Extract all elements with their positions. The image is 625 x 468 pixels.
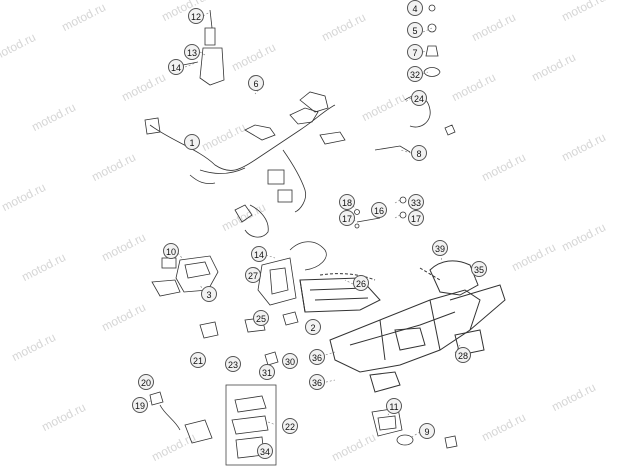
callout-17: 17 [408, 210, 424, 226]
frame [299, 260, 506, 393]
callout-25: 25 [253, 310, 269, 326]
callout-26: 26 [353, 275, 369, 291]
callout-35: 35 [471, 261, 487, 277]
callout-32: 32 [407, 66, 423, 82]
callout-20: 20 [138, 374, 154, 390]
callout-12: 12 [188, 8, 204, 24]
callout-3: 3 [201, 286, 217, 302]
callout-24: 24 [411, 90, 427, 106]
callout-23: 23 [225, 356, 241, 372]
callout-36: 36 [309, 349, 325, 365]
callout-31: 31 [259, 364, 275, 380]
callout-34: 34 [257, 443, 273, 459]
callout-8: 8 [411, 145, 427, 161]
callout-17: 17 [339, 210, 355, 226]
lower-right-parts [371, 407, 458, 449]
lower-left-parts [149, 311, 299, 444]
callout-30: 30 [282, 353, 298, 369]
callout-14: 14 [251, 246, 267, 262]
callout-18: 18 [339, 194, 355, 210]
callout-22: 22 [282, 418, 298, 434]
callout-21: 21 [190, 352, 206, 368]
callout-28: 28 [455, 347, 471, 363]
callout-1: 1 [184, 134, 200, 150]
callout-11: 11 [386, 398, 402, 414]
callout-4: 4 [407, 0, 423, 16]
fasteners-right [354, 4, 456, 229]
callout-13: 13 [184, 44, 200, 60]
callout-7: 7 [407, 44, 423, 60]
callout-10: 10 [163, 243, 179, 259]
callout-36: 36 [309, 374, 325, 390]
callout-9: 9 [419, 423, 435, 439]
callout-6: 6 [248, 75, 264, 91]
callout-5: 5 [407, 22, 423, 38]
callout-14: 14 [168, 59, 184, 75]
callout-19: 19 [132, 397, 148, 413]
wiring-harness-upper [144, 91, 346, 238]
callout-39: 39 [432, 240, 448, 256]
callout-27: 27 [245, 267, 261, 283]
battery-area [257, 241, 327, 306]
callout-33: 33 [408, 194, 424, 210]
callout-2: 2 [305, 319, 321, 335]
callout-16: 16 [371, 202, 387, 218]
